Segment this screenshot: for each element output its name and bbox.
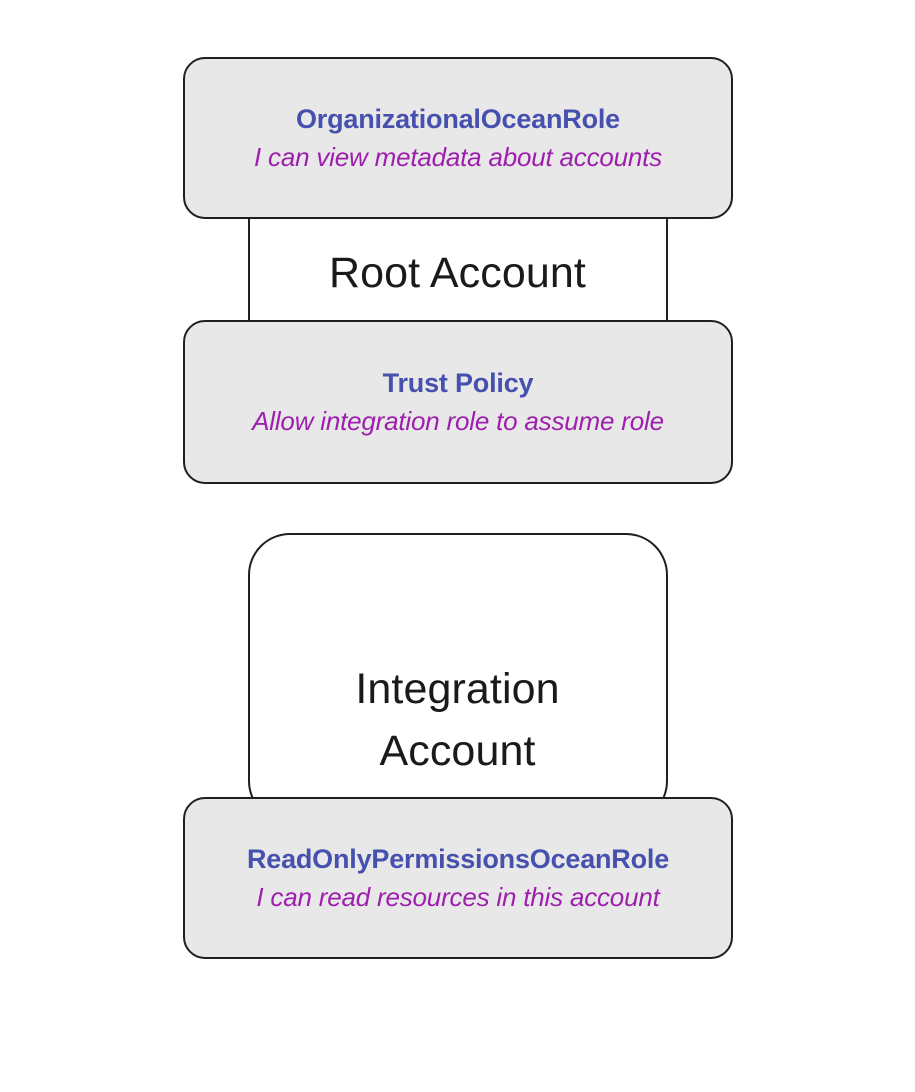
card-trust-policy[interactable]: Trust Policy Allow integration role to a… <box>183 320 733 484</box>
card-readonly-permissions-ocean-role-title: ReadOnlyPermissionsOceanRole <box>246 844 670 874</box>
card-readonly-permissions-ocean-role-subtitle: I can read resources in this account <box>256 882 660 912</box>
card-organizational-ocean-role-title: OrganizationalOceanRole <box>296 104 620 134</box>
integration-account-container <box>248 533 668 823</box>
card-readonly-permissions-ocean-role[interactable]: ReadOnlyPermissionsOceanRole I can read … <box>183 797 733 959</box>
card-trust-policy-title: Trust Policy <box>382 368 534 398</box>
card-organizational-ocean-role[interactable]: OrganizationalOceanRole I can view metad… <box>183 57 733 219</box>
integration-account-label: Integration Account <box>355 665 560 775</box>
card-trust-policy-subtitle: Allow integration role to assume role <box>252 406 664 436</box>
root-account-label: Root Account <box>329 249 586 297</box>
card-organizational-ocean-role-subtitle: I can view metadata about accounts <box>253 142 662 172</box>
